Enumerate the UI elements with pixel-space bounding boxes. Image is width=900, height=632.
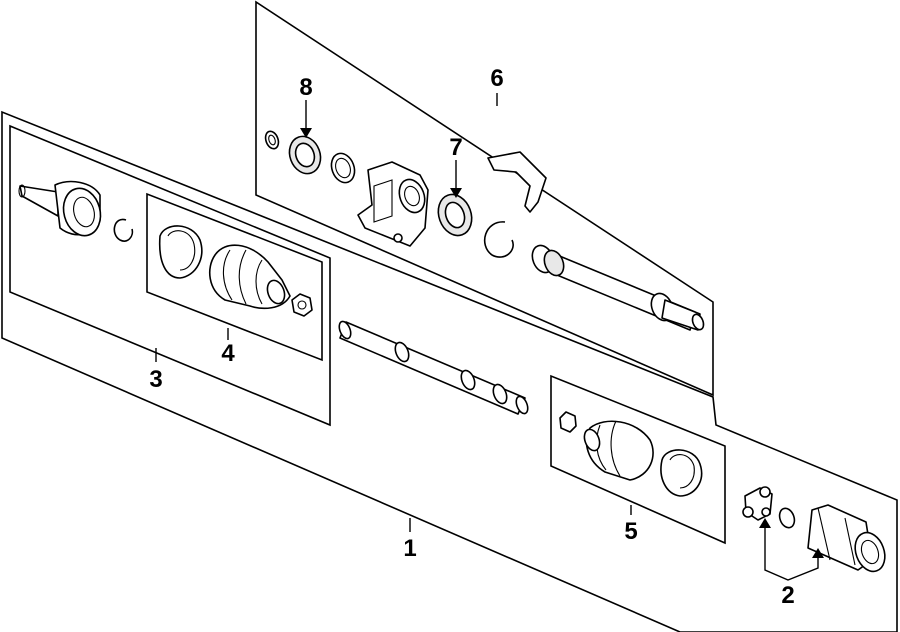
callout-2: 2 [781, 582, 794, 609]
heat-shield-bracket [487, 151, 547, 213]
outer-snap-ring [113, 218, 134, 242]
callout-5: 5 [624, 518, 637, 545]
outer-cv-joint [18, 180, 102, 237]
outer-joint-group-3-frame [9, 124, 331, 427]
bearing-8 [288, 135, 322, 175]
inner-boot-clamp [660, 449, 703, 497]
callout-3: 3 [149, 366, 162, 393]
axle-shaft [338, 320, 529, 415]
callout-6: 6 [490, 65, 503, 92]
callout-8: 8 [299, 74, 312, 101]
bearing-7 [437, 193, 473, 237]
leader-lines [155, 93, 824, 581]
circlip [483, 221, 514, 258]
tripod-spider [742, 486, 773, 521]
callout-7: 7 [449, 134, 462, 161]
snap-ring-small [264, 130, 280, 150]
bearing-group-6-frame [255, 0, 714, 397]
intermediate-shaft [531, 244, 705, 331]
support-bracket [357, 161, 429, 247]
inner-boot-kit-5-frame [550, 374, 726, 545]
inner-axle-nut [559, 411, 577, 433]
assembly-1-frame [1, 110, 898, 632]
inner-boot [583, 420, 654, 481]
outer-boot [208, 244, 291, 310]
outer-boot-kit-4-frame [146, 192, 323, 362]
inner-ring [778, 507, 796, 529]
outer-boot-clamp-large [158, 225, 203, 279]
callout-4: 4 [221, 340, 235, 367]
axle-nut [291, 293, 313, 317]
inner-cv-housing [807, 504, 886, 573]
seal-ring [330, 152, 356, 184]
callout-1: 1 [403, 535, 416, 562]
